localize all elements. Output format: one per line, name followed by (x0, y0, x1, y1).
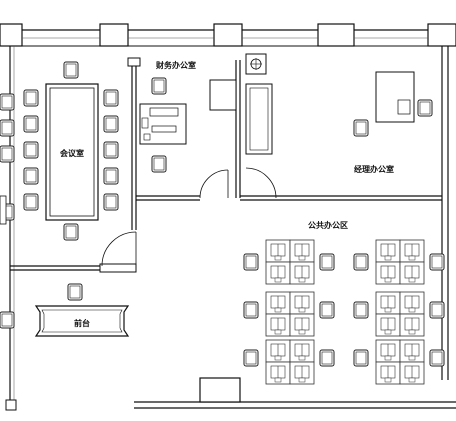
exterior-wall-bottom (134, 377, 456, 409)
workstation-cluster-a (243, 239, 335, 385)
manager-office-label: 经理办公室 (354, 164, 394, 174)
reception-desk (34, 283, 130, 337)
workstation-cluster-b (353, 239, 445, 385)
exterior-wall-top (0, 23, 456, 47)
finance-furniture (139, 77, 237, 173)
meeting-room-walls (10, 57, 141, 273)
meeting-room-label: 会议室 (60, 148, 84, 158)
conference-table (45, 83, 99, 221)
manager-office-walls (240, 167, 442, 201)
left-lower-furniture (0, 195, 15, 329)
manager-furniture (245, 53, 433, 155)
public-office-label: 公共办公区 (308, 220, 348, 230)
finance-office-label: 财务办公室 (155, 60, 196, 70)
reception-label: 前台 (74, 318, 90, 328)
